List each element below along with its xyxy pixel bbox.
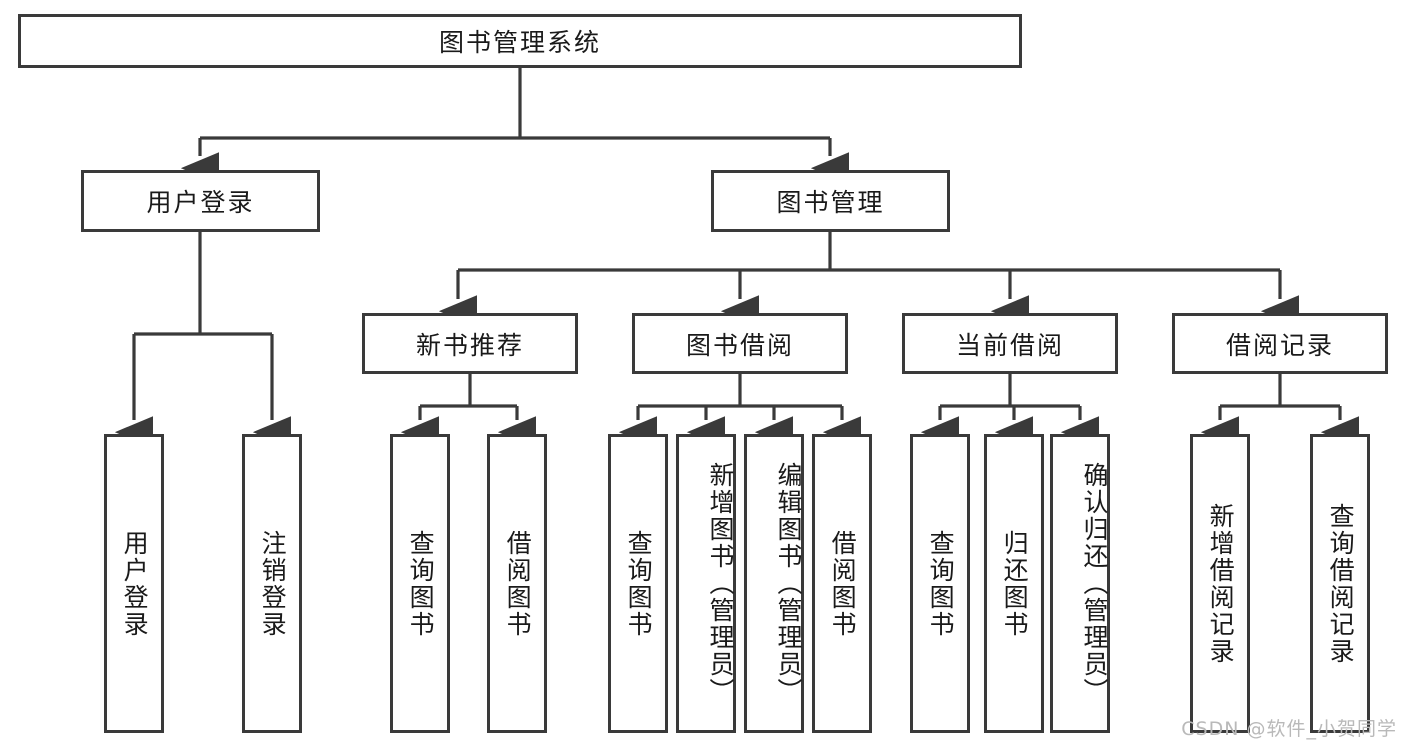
node-new-book-recommend-label: 新书推荐	[415, 330, 524, 360]
node-current-borrow[interactable]: 当前借阅	[902, 313, 1118, 374]
leaf-query-book-borrow[interactable]: 查询图书	[608, 434, 668, 733]
node-book-management[interactable]: 图书管理	[711, 170, 950, 232]
leaf-return-book[interactable]: 归还图书	[984, 434, 1044, 733]
leaf-user-logout[interactable]: 注销登录	[242, 434, 302, 733]
node-root-label: 图书管理系统	[438, 28, 601, 57]
leaf-borrow-book[interactable]: 借阅图书	[812, 434, 872, 733]
leaf-add-borrow-record[interactable]: 新增借阅记录	[1190, 434, 1250, 733]
leaf-query-borrow-record[interactable]: 查询借阅记录	[1310, 434, 1370, 733]
node-user-login-label: 用户登录	[146, 188, 255, 217]
node-new-book-recommend[interactable]: 新书推荐	[362, 313, 578, 374]
node-book-management-label: 图书管理	[776, 188, 885, 217]
node-user-login[interactable]: 用户登录	[81, 170, 320, 232]
leaf-confirm-return-admin[interactable]: 确认归还（管理员）	[1050, 434, 1110, 733]
node-root[interactable]: 图书管理系统	[18, 14, 1022, 68]
leaf-query-book-current[interactable]: 查询图书	[910, 434, 970, 733]
leaf-borrow-book-recommend[interactable]: 借阅图书	[487, 434, 547, 733]
node-borrow-record[interactable]: 借阅记录	[1172, 313, 1388, 374]
node-current-borrow-label: 当前借阅	[955, 330, 1064, 360]
leaf-query-book-recommend[interactable]: 查询图书	[390, 434, 450, 733]
leaf-edit-book-admin[interactable]: 编辑图书（管理员）	[744, 434, 804, 733]
csdn-watermark: CSDN @软件_小贺同学	[1181, 718, 1397, 740]
leaf-add-book-admin[interactable]: 新增图书（管理员）	[676, 434, 736, 733]
node-book-borrow-label: 图书借阅	[685, 330, 794, 360]
node-book-borrow[interactable]: 图书借阅	[632, 313, 848, 374]
node-borrow-record-label: 借阅记录	[1225, 330, 1334, 360]
leaf-user-login[interactable]: 用户登录	[104, 434, 164, 733]
